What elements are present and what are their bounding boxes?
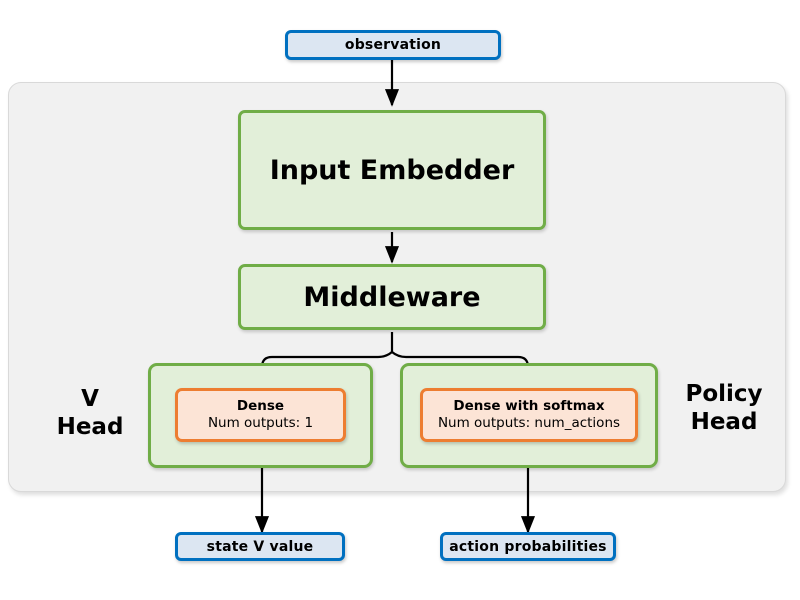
policy-head-caption-line1: Policy: [685, 381, 763, 407]
v-head-dense-title: Dense: [236, 398, 285, 415]
observation-box[interactable]: observation: [285, 30, 501, 60]
observation-label: observation: [344, 37, 442, 53]
middleware-box[interactable]: Middleware: [238, 264, 546, 330]
policy-head-caption: Policy Head: [665, 380, 783, 436]
v-head-caption: V Head: [40, 385, 140, 441]
action-probabilities-label: action probabilities: [449, 538, 607, 555]
action-probabilities-box[interactable]: action probabilities: [440, 532, 616, 561]
policy-head-dense-box[interactable]: Dense with softmax Num outputs: num_acti…: [420, 388, 638, 442]
v-head-dense-subtitle: Num outputs: 1: [207, 415, 314, 431]
policy-head-dense-title: Dense with softmax: [453, 398, 605, 415]
policy-head-dense-subtitle: Num outputs: num_actions: [437, 415, 621, 431]
middleware-label: Middleware: [303, 281, 481, 313]
input-embedder-label: Input Embedder: [269, 154, 515, 186]
v-head-caption-line1: V: [81, 386, 99, 412]
v-head-caption-line2: Head: [56, 414, 124, 441]
v-head-dense-box[interactable]: Dense Num outputs: 1: [175, 388, 346, 442]
input-embedder-box[interactable]: Input Embedder: [238, 110, 546, 230]
state-v-value-label: state V value: [206, 538, 314, 555]
state-v-value-box[interactable]: state V value: [175, 532, 345, 561]
policy-head-caption-line2: Head: [690, 409, 758, 436]
